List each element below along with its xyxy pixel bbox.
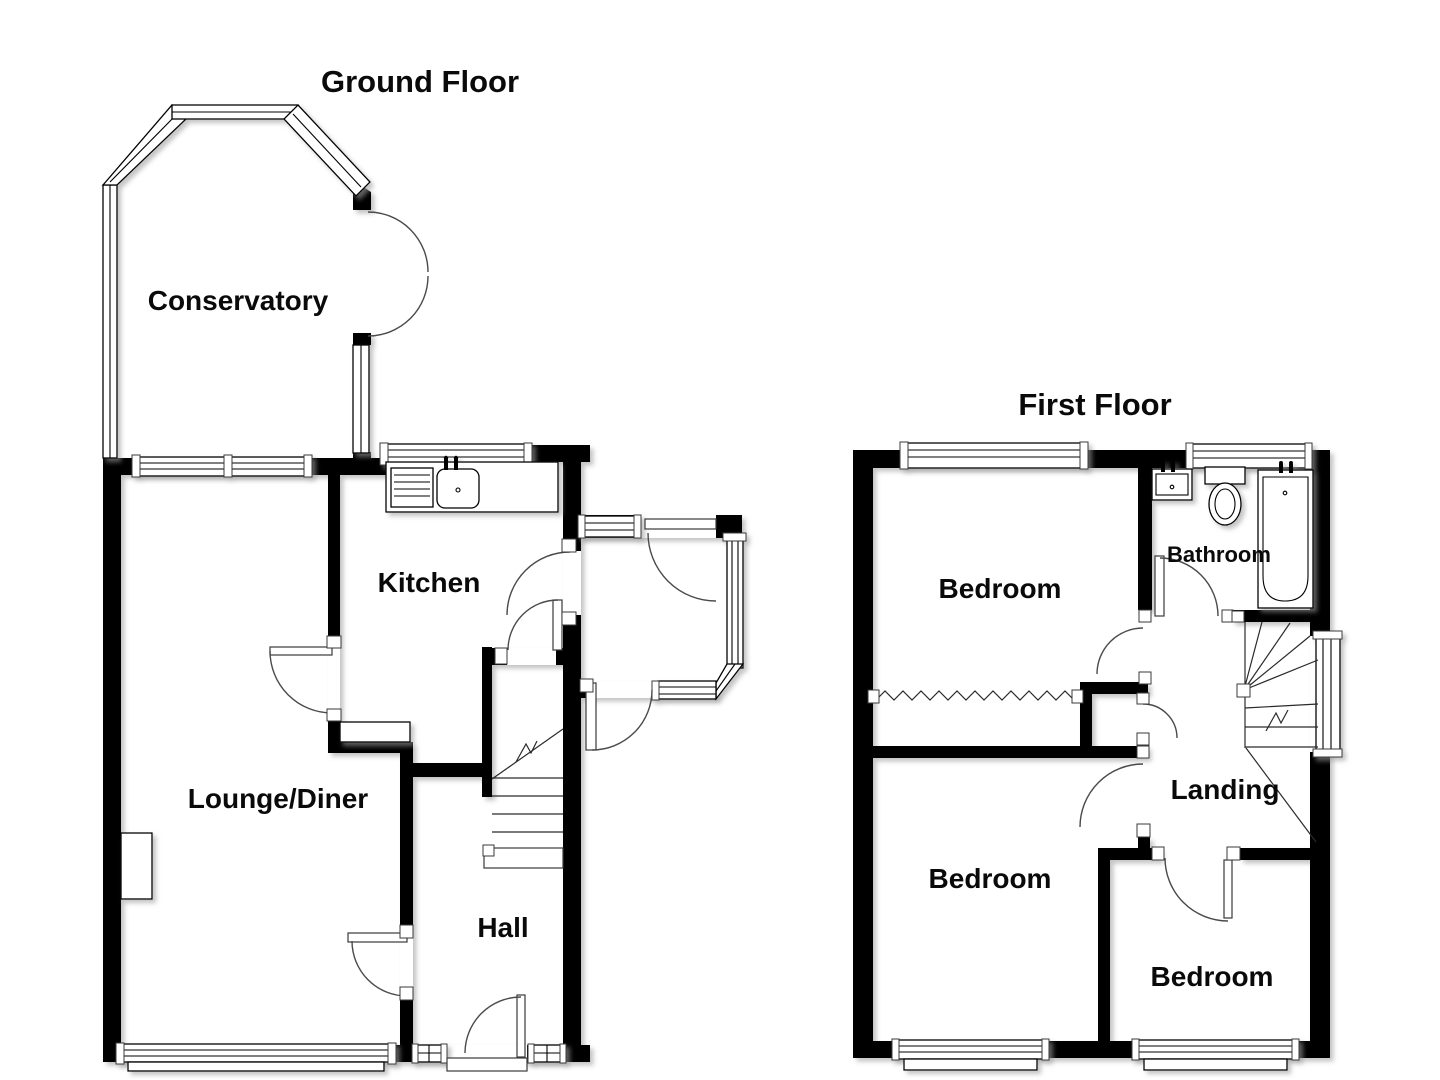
room-label-bathroom: Bathroom	[1167, 542, 1271, 567]
chimney-breast	[120, 832, 153, 900]
ground-floor-plan: Ground Floor Conservatory Kitchen Lounge…	[101, 64, 747, 1072]
french-door-arc	[367, 211, 429, 273]
bathroom-fixtures	[1151, 460, 1314, 609]
room-label-bedroom-front: Bedroom	[939, 573, 1062, 604]
conservatory-glazing	[101, 104, 371, 459]
ground-floor-fixtures	[120, 455, 559, 900]
zigzag-partition	[867, 689, 1084, 704]
kitchen-sink-unit	[385, 455, 559, 513]
french-door-arc	[367, 275, 429, 337]
front-door-arc	[464, 996, 522, 1054]
staircase-first	[1231, 610, 1319, 843]
ground-floor-windows	[115, 442, 747, 1072]
ground-floor-doors	[269, 211, 717, 1072]
room-label-conservatory: Conservatory	[148, 285, 329, 316]
bathtub	[1257, 461, 1314, 609]
front-door-threshold	[446, 1057, 528, 1072]
wash-basin	[1151, 460, 1193, 501]
first-floor-doors	[1079, 555, 1241, 922]
toilet	[1204, 466, 1246, 526]
first-floor-title: First Floor	[1018, 387, 1171, 422]
room-label-kitchen: Kitchen	[378, 567, 481, 598]
staircase-ground	[482, 728, 564, 869]
room-label-bedroom-rear: Bedroom	[929, 863, 1052, 894]
ground-floor-title: Ground Floor	[321, 64, 519, 99]
worktop	[339, 721, 411, 743]
first-floor-windows	[891, 441, 1343, 1071]
room-label-landing: Landing	[1171, 774, 1280, 805]
front-door-leaf	[516, 994, 526, 1058]
room-label-hall: Hall	[477, 912, 528, 943]
ground-floor-walls	[103, 186, 742, 1062]
room-label-lounge-diner: Lounge/Diner	[188, 783, 369, 814]
room-label-bedroom-small: Bedroom	[1151, 961, 1274, 992]
first-floor-plan: First Floor Bedroom Bathroom Landing Bed…	[853, 387, 1343, 1071]
